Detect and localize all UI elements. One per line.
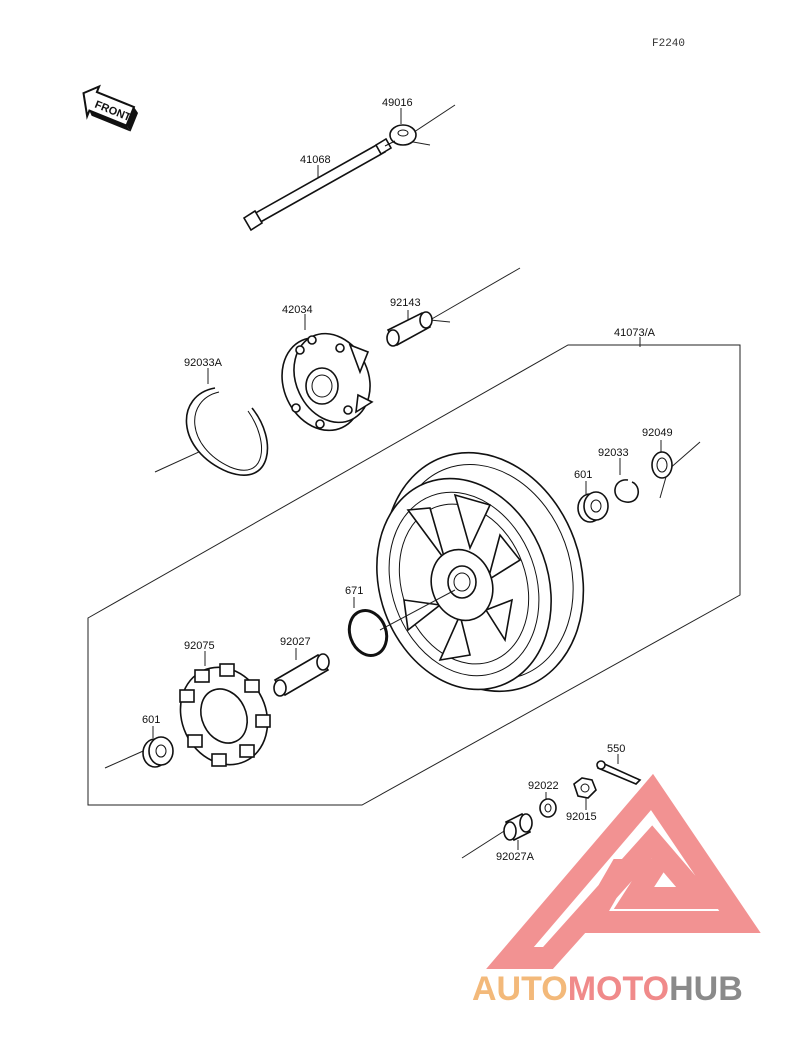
- label-92033A: 92033A: [184, 357, 223, 369]
- drawing-code: F2240: [652, 38, 685, 50]
- wheel-assy-frame: 41073/A: [87, 327, 741, 806]
- spacer: 92027: [273, 636, 330, 697]
- nut: 92015: [566, 777, 597, 823]
- label-92027A: 92027A: [496, 851, 535, 863]
- label-92033: 92033: [598, 447, 629, 459]
- coupling-collar: 92143: [386, 267, 521, 347]
- label-92027: 92027: [280, 636, 311, 648]
- label-92022: 92022: [528, 780, 559, 792]
- watermark-hub: HUB: [669, 970, 743, 1008]
- label-49016: 49016: [382, 97, 413, 109]
- watermark-logo: [486, 773, 761, 969]
- watermark-wordmark: AUTOMOTOHUB: [472, 970, 743, 1008]
- svg-text:AUTOMOTOHUB: AUTOMOTOHUB: [472, 970, 743, 1008]
- oil-seal: 92049: [642, 427, 701, 499]
- front-arrow: FRONT: [82, 84, 139, 132]
- label-601-left: 601: [142, 714, 160, 726]
- bearing-right: 601: [574, 469, 609, 523]
- damper: 92075: [179, 640, 271, 767]
- label-92143: 92143: [390, 297, 421, 309]
- watermark-moto: MOTO: [568, 970, 669, 1008]
- wheel: [376, 451, 585, 693]
- collar: 92027A: [461, 812, 535, 863]
- watermark-auto: AUTO: [472, 970, 568, 1008]
- label-41073A: 41073/A: [614, 327, 656, 339]
- axle: 41068: [242, 137, 396, 232]
- cotter-pin: 550: [596, 743, 642, 785]
- axle-nut-washer: 49016: [382, 97, 456, 146]
- snap-ring: 92033: [598, 447, 639, 503]
- label-550: 550: [607, 743, 625, 755]
- coupling: 42034: [281, 304, 374, 432]
- bearing-left: 601: [104, 714, 174, 769]
- washer: 92022: [528, 780, 559, 818]
- o-ring: 671: [345, 585, 389, 657]
- label-42034: 42034: [282, 304, 313, 316]
- circlip: 92033A: [154, 357, 269, 476]
- label-671: 671: [345, 585, 363, 597]
- label-92049: 92049: [642, 427, 673, 439]
- label-92075: 92075: [184, 640, 215, 652]
- label-601-right: 601: [574, 469, 592, 481]
- label-92015: 92015: [566, 811, 597, 823]
- label-41068: 41068: [300, 154, 331, 166]
